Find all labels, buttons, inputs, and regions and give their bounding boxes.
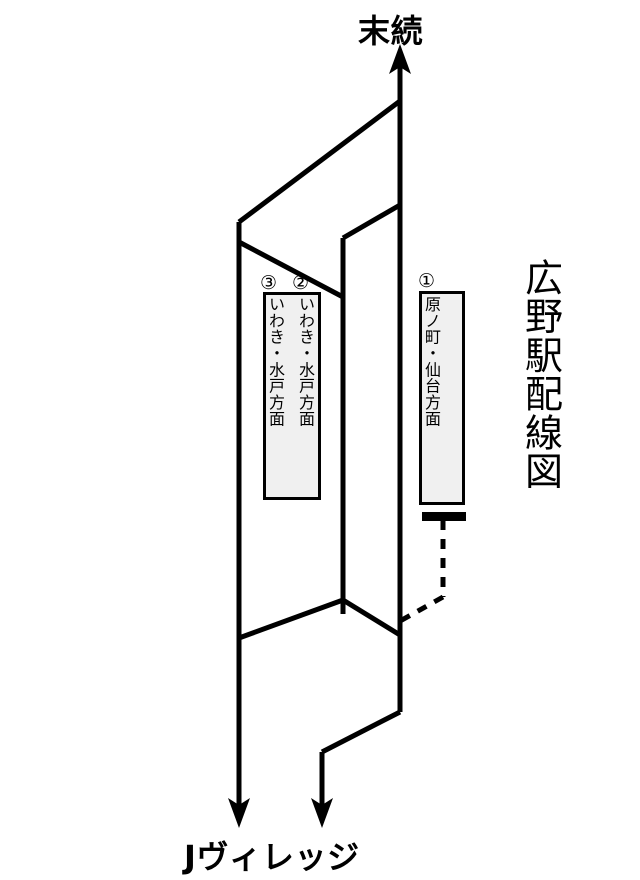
lower-turnout-group: [238, 597, 402, 641]
track-number-1: ①: [418, 270, 436, 292]
arrow-down-icon: [311, 798, 333, 828]
arrow-up-icon: [389, 44, 411, 74]
platform-island-2-3: [263, 292, 321, 500]
platform-3-destination: いわき・水戸方面: [266, 296, 285, 427]
upper-crossover-diagonal: [237, 239, 345, 300]
buffer-stop-icon: [422, 512, 466, 521]
platform-side-1: [419, 291, 465, 505]
track-number-2: ②: [292, 272, 310, 294]
platform-1-destination: 原ノ町・仙台方面: [422, 296, 441, 427]
lower-crossover-left: [238, 597, 344, 641]
track-2-line: [340, 202, 402, 614]
direction-label-bottom: Jヴィレッジ: [184, 838, 360, 876]
track-2-upper-diagonal: [341, 202, 402, 241]
track-3-upper-diagonal: [237, 99, 402, 224]
lower-crossover-right: [341, 597, 402, 638]
dashed-siding-track: [398, 512, 466, 624]
arrow-down-icon: [228, 798, 250, 828]
down-line-track: [311, 620, 403, 828]
page-title: 広野駅配線図: [518, 258, 563, 491]
platform-2-destination: いわき・水戸方面: [296, 296, 315, 427]
upper-crossover: [237, 239, 345, 300]
track-3-line: [228, 99, 402, 828]
down-line-diagonal: [320, 709, 402, 755]
track-number-3: ③: [260, 272, 278, 294]
dashed-siding-diagonal: [398, 594, 445, 624]
main-line-track: [389, 44, 411, 620]
direction-label-top: 末続: [358, 12, 424, 50]
